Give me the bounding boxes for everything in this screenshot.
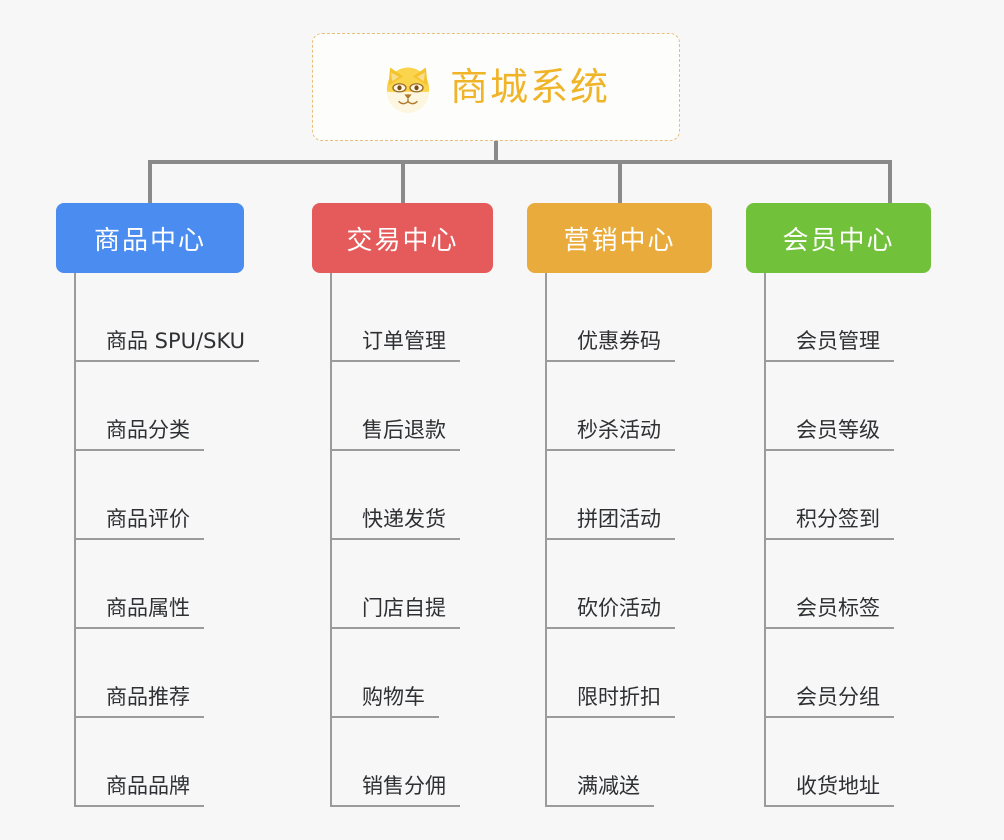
list-item[interactable]: 商品分类 (76, 362, 244, 451)
list-item[interactable]: 商品品牌 (76, 718, 244, 807)
connector-horizontal-bus (148, 160, 892, 164)
list-item[interactable]: 商品 SPU/SKU (76, 273, 260, 362)
list-item[interactable]: 会员标签 (766, 540, 931, 629)
leaf-label: 商品品牌 (76, 774, 204, 807)
category-column-营销中心: 营销中心 优惠券码 秒杀活动 拼团活动 砍价活动 限时折扣 满减送 (527, 203, 712, 807)
category-column-交易中心: 交易中心 订单管理 售后退款 快递发货 门店自提 购物车 销售分佣 (312, 203, 493, 807)
leaf-label: 快递发货 (332, 507, 460, 540)
list-item[interactable]: 拼团活动 (547, 451, 712, 540)
leaf-label: 购物车 (332, 685, 439, 718)
category-title-3: 营销中心 (563, 225, 676, 256)
leaf-label: 会员管理 (766, 329, 894, 362)
list-item[interactable]: 秒杀活动 (547, 362, 712, 451)
leaf-label: 售后退款 (332, 418, 460, 451)
leaf-label: 商品属性 (76, 596, 204, 629)
list-item[interactable]: 售后退款 (332, 362, 493, 451)
connector-drop-3 (618, 160, 622, 205)
leaf-label: 秒杀活动 (547, 418, 675, 451)
category-header-1[interactable]: 商品中心 (56, 203, 244, 273)
list-item[interactable]: 积分签到 (766, 451, 931, 540)
connector-drop-1 (148, 160, 152, 205)
category-header-2[interactable]: 交易中心 (312, 203, 493, 273)
list-item[interactable]: 销售分佣 (332, 718, 493, 807)
category-header-4[interactable]: 会员中心 (746, 203, 931, 273)
list-item[interactable]: 快递发货 (332, 451, 493, 540)
leaf-label: 商品评价 (76, 507, 204, 540)
leaf-label: 砍价活动 (547, 596, 675, 629)
list-item[interactable]: 购物车 (332, 629, 493, 718)
list-item[interactable]: 商品评价 (76, 451, 244, 540)
list-item[interactable]: 会员分组 (766, 629, 931, 718)
root-title: 商城系统 (449, 65, 610, 109)
leaf-list-4: 会员管理 会员等级 积分签到 会员标签 会员分组 收货地址 (764, 273, 931, 807)
leaf-label: 满减送 (547, 774, 654, 807)
list-item[interactable]: 优惠券码 (547, 273, 712, 362)
connector-drop-2 (401, 160, 405, 205)
leaf-label: 会员分组 (766, 685, 894, 718)
category-title-1: 商品中心 (93, 225, 206, 256)
category-title-4: 会员中心 (782, 225, 895, 256)
list-item[interactable]: 订单管理 (332, 273, 493, 362)
leaf-label: 限时折扣 (547, 685, 675, 718)
root-node[interactable]: 商城系统 (312, 33, 680, 141)
connector-root-stem (494, 141, 498, 162)
list-item[interactable]: 商品推荐 (76, 629, 244, 718)
list-item[interactable]: 会员等级 (766, 362, 931, 451)
list-item[interactable]: 商品属性 (76, 540, 244, 629)
leaf-label: 会员标签 (766, 596, 894, 629)
list-item[interactable]: 限时折扣 (547, 629, 712, 718)
leaf-label: 商品 SPU/SKU (76, 329, 260, 362)
leaf-label: 拼团活动 (547, 507, 675, 540)
leaf-label: 销售分佣 (332, 774, 460, 807)
shiba-dog-icon (386, 67, 430, 113)
leaf-label: 订单管理 (332, 329, 460, 362)
connector-drop-4 (888, 160, 892, 205)
leaf-label: 商品分类 (76, 418, 204, 451)
list-item[interactable]: 会员管理 (766, 273, 931, 362)
list-item[interactable]: 收货地址 (766, 718, 931, 807)
leaf-list-2: 订单管理 售后退款 快递发货 门店自提 购物车 销售分佣 (330, 273, 493, 807)
leaf-list-3: 优惠券码 秒杀活动 拼团活动 砍价活动 限时折扣 满减送 (545, 273, 712, 807)
category-column-会员中心: 会员中心 会员管理 会员等级 积分签到 会员标签 会员分组 收货地址 (746, 203, 931, 807)
leaf-list-1: 商品 SPU/SKU 商品分类 商品评价 商品属性 商品推荐 商品品牌 (74, 273, 260, 807)
category-column-商品中心: 商品中心 商品 SPU/SKU 商品分类 商品评价 商品属性 商品推荐 商品品牌 (56, 203, 260, 807)
leaf-label: 优惠券码 (547, 329, 675, 362)
category-title-2: 交易中心 (346, 225, 459, 256)
list-item[interactable]: 门店自提 (332, 540, 493, 629)
leaf-label: 积分签到 (766, 507, 894, 540)
leaf-label: 门店自提 (332, 596, 460, 629)
category-header-3[interactable]: 营销中心 (527, 203, 712, 273)
list-item[interactable]: 砍价活动 (547, 540, 712, 629)
leaf-label: 收货地址 (766, 774, 894, 807)
leaf-label: 会员等级 (766, 418, 894, 451)
list-item[interactable]: 满减送 (547, 718, 712, 807)
leaf-label: 商品推荐 (76, 685, 204, 718)
